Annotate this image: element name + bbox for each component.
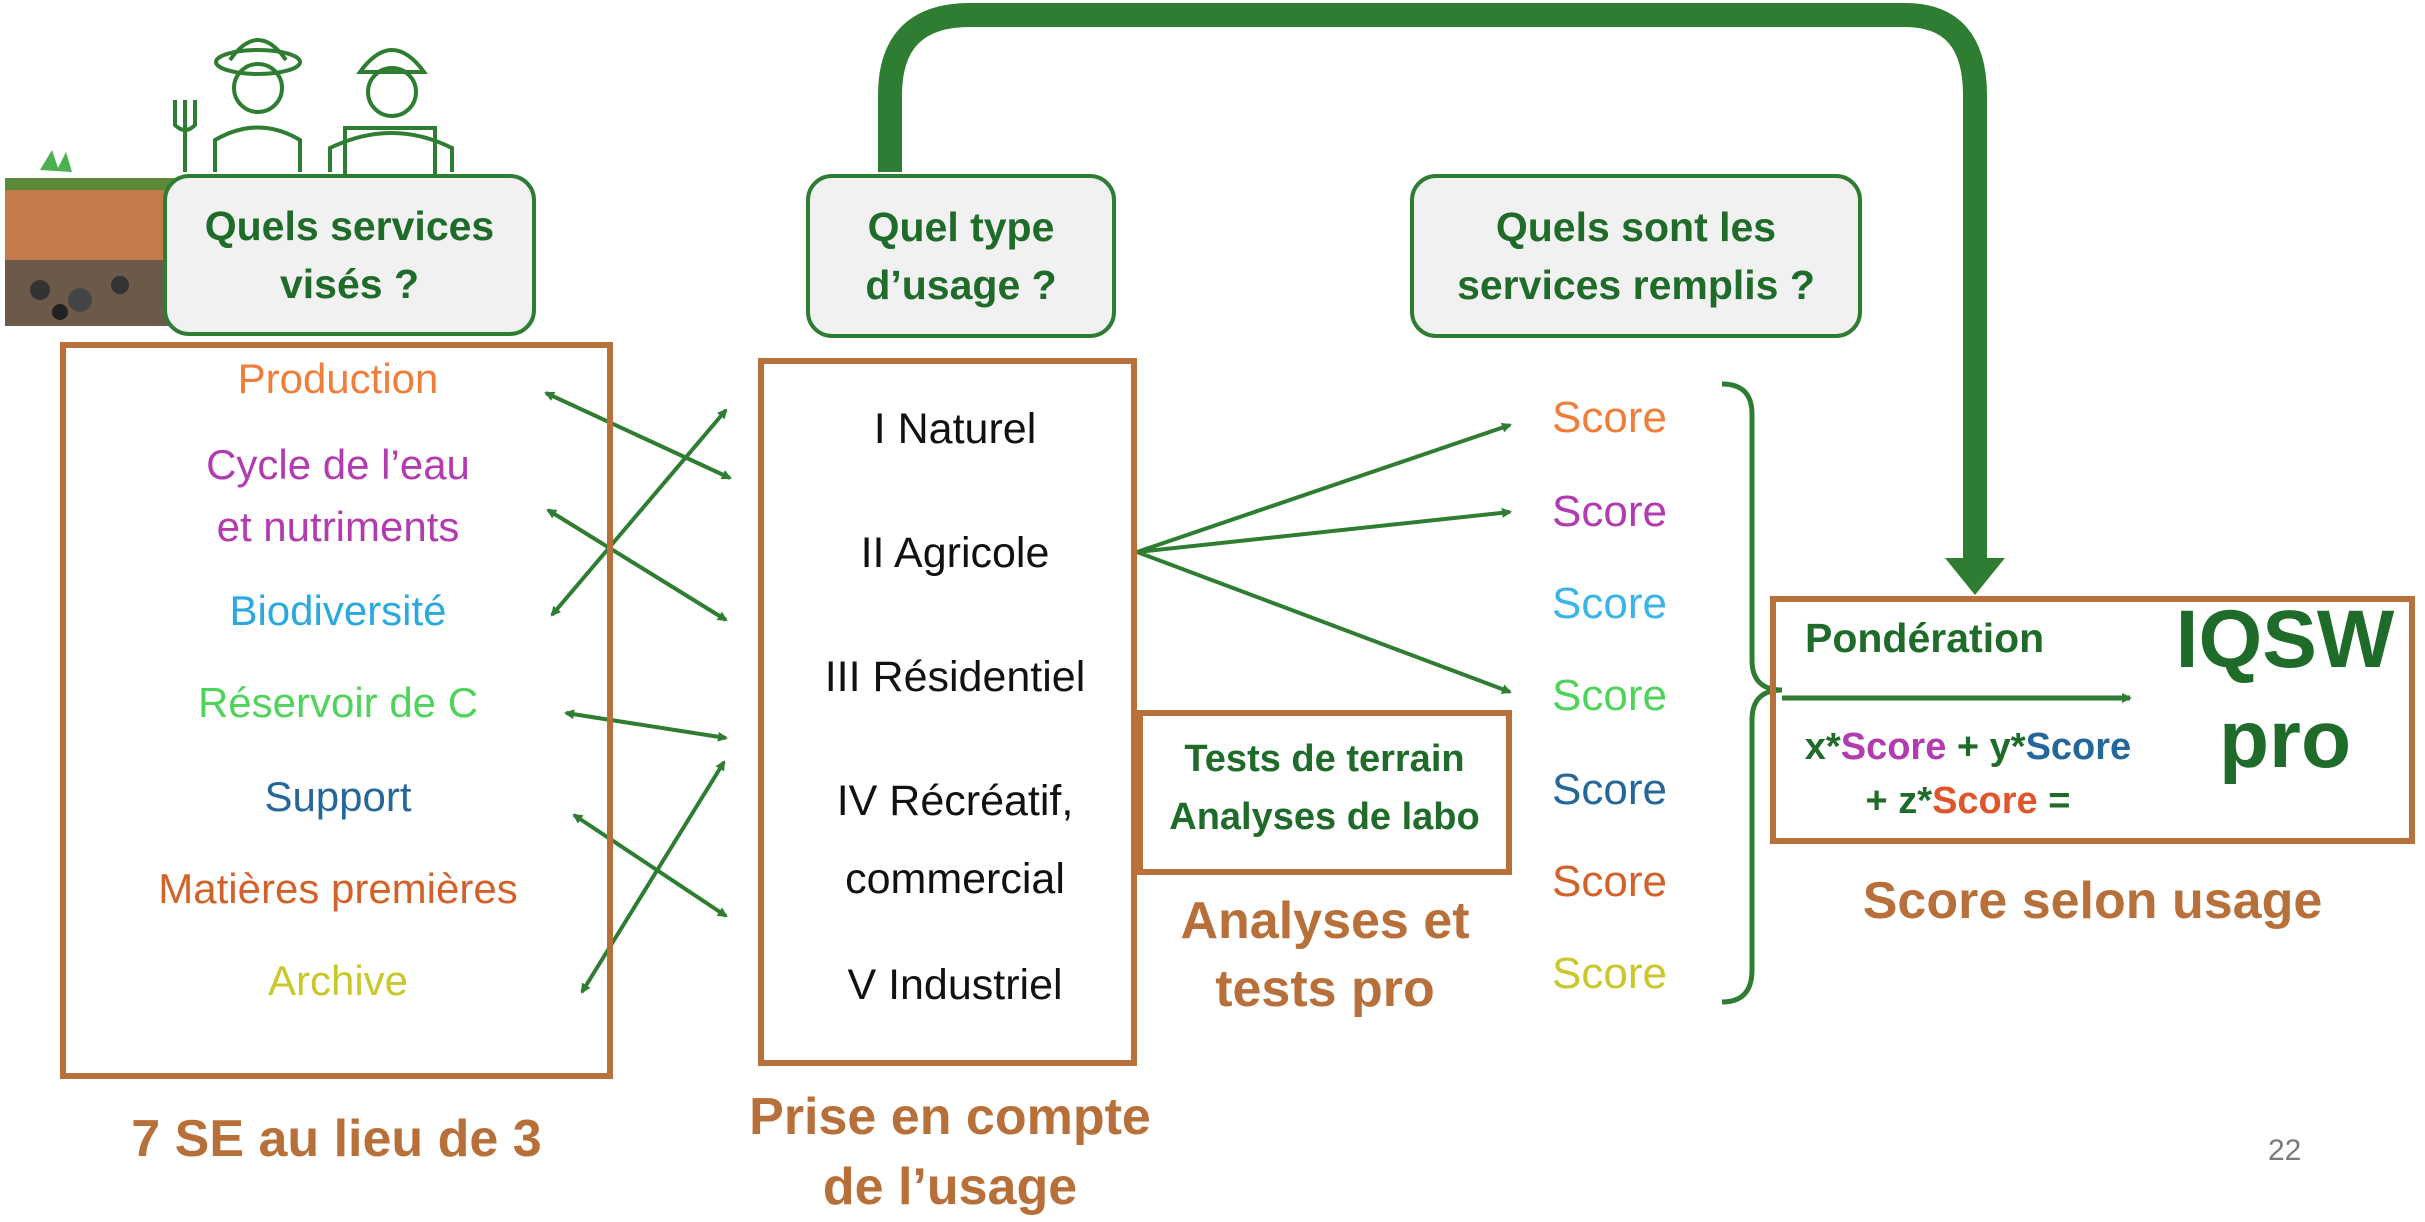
caption-tests-line1: Analyses et <box>1180 892 1470 950</box>
service-archive: Archive <box>267 957 409 1004</box>
service-water-cycle-line2: et nutriments <box>216 503 460 550</box>
page-number: 22 <box>2268 1134 2302 1167</box>
formula-score-2: Score <box>2025 726 2132 768</box>
caption-tests-line2: tests pro <box>1215 960 1435 1018</box>
farmer-icon <box>173 38 302 172</box>
usage-industriel: V Industriel <box>847 961 1063 1009</box>
usage-frame <box>758 358 1137 1066</box>
feedback-arrow <box>878 3 1987 560</box>
iqsw-title-line1: IQSW <box>2175 594 2395 685</box>
iqsw-title: IQSW pro <box>2160 590 2410 790</box>
usage-agricole: II Agricole <box>860 529 1050 577</box>
feedback-arrow-head <box>1945 558 2005 595</box>
tests-box <box>1137 710 1512 875</box>
question-usage-line2: d’usage ? <box>865 262 1057 308</box>
question-fulfilled-line1: Quels sont les <box>1495 204 1777 250</box>
score-2: Score <box>1552 487 1667 536</box>
tests-line2: Analyses de labo <box>1169 796 1480 838</box>
formula-z: + z* <box>1865 780 1933 822</box>
usage-residentiel: III Résidentiel <box>824 653 1086 701</box>
score-5: Score <box>1552 765 1667 814</box>
question-services-box: Quels services visés ? <box>163 174 536 336</box>
question-usage-box: Quel type d’usage ? <box>806 174 1116 338</box>
usage-recreatif-line1: IV Récréatif, <box>836 777 1074 825</box>
caption-services: 7 SE au lieu de 3 <box>131 1110 542 1168</box>
ponderation-label: Pondération <box>1805 615 2045 661</box>
soil-profile-icon <box>5 150 175 326</box>
question-fulfilled-box: Quels sont les services remplis ? <box>1410 174 1862 338</box>
score-1: Score <box>1552 393 1667 442</box>
usage-recreatif-line2: commercial <box>845 855 1065 903</box>
formula: x*Score + y*Score + z*Score = <box>1778 720 2158 828</box>
service-biodiversity: Biodiversité <box>229 587 447 634</box>
question-services-line2: visés ? <box>279 261 420 307</box>
services-frame <box>60 342 613 1079</box>
engineer-icon <box>328 48 454 178</box>
score-brace <box>1721 381 1783 1005</box>
service-production: Production <box>237 355 439 402</box>
iqsw-title-line2: pro <box>2218 694 2352 785</box>
formula-score-3: Score <box>1932 780 2038 822</box>
service-raw-materials: Matières premières <box>158 865 518 912</box>
caption-score: Score selon usage <box>1862 872 2323 930</box>
question-fulfilled-line2: services remplis ? <box>1457 262 1815 308</box>
score-3: Score <box>1552 579 1667 628</box>
formula-x: x* <box>1804 726 1841 768</box>
question-services-line1: Quels services <box>204 203 495 249</box>
service-water-cycle-line1: Cycle de l’eau <box>206 441 470 488</box>
formula-y: + y* <box>1946 726 2026 768</box>
score-6: Score <box>1552 857 1667 906</box>
service-carbon-reservoir: Réservoir de C <box>197 679 479 726</box>
score-7: Score <box>1552 949 1667 998</box>
score-4: Score <box>1552 671 1667 720</box>
result-box <box>1770 596 2415 844</box>
tests-text: Tests de terrain Analyses de labo <box>1137 730 1512 846</box>
service-support: Support <box>264 773 412 820</box>
formula-score-1: Score <box>1840 726 1947 768</box>
tests-line1: Tests de terrain <box>1184 738 1465 780</box>
usage-naturel: I Naturel <box>873 405 1037 453</box>
caption-usage-line1: Prise en compte <box>749 1088 1151 1146</box>
formula-eq: = <box>2037 780 2071 822</box>
question-usage-line1: Quel type <box>867 204 1055 250</box>
caption-usage-line2: de l’usage <box>822 1158 1078 1216</box>
